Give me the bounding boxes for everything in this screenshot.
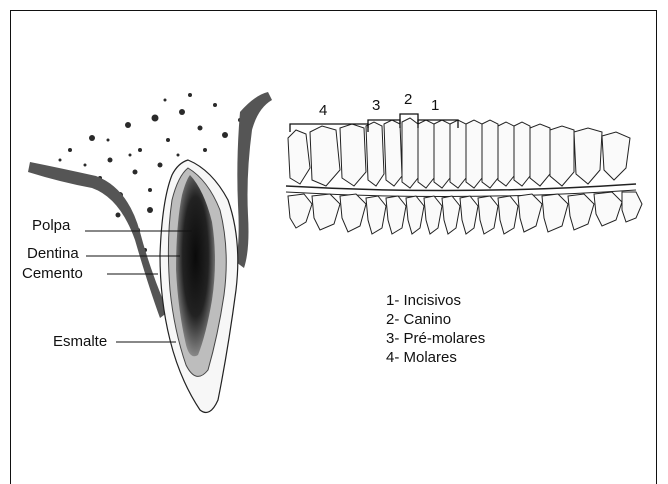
label-polpa: Polpa [32,218,70,233]
lower-teeth [288,192,642,234]
label-cemento: Cemento [22,266,83,281]
legend-item: 3- Pré-molares [386,329,485,348]
label-esmalte: Esmalte [53,334,107,349]
gum-left [28,162,168,318]
dental-arch [286,118,642,234]
legend-item: 1- Incisivos [386,291,485,310]
gum-right [236,92,272,268]
group-number-4: 4 [319,103,327,118]
upper-teeth [288,118,630,188]
group-number-1: 1 [431,98,439,113]
legend-item: 4- Molares [386,348,485,367]
group-number-3: 3 [372,98,380,113]
group-number-2: 2 [404,92,412,107]
tooth-type-legend: 1- Incisivos 2- Canino 3- Pré-molares 4-… [386,291,485,367]
legend-item: 2- Canino [386,310,485,329]
label-dentina: Dentina [27,246,79,261]
